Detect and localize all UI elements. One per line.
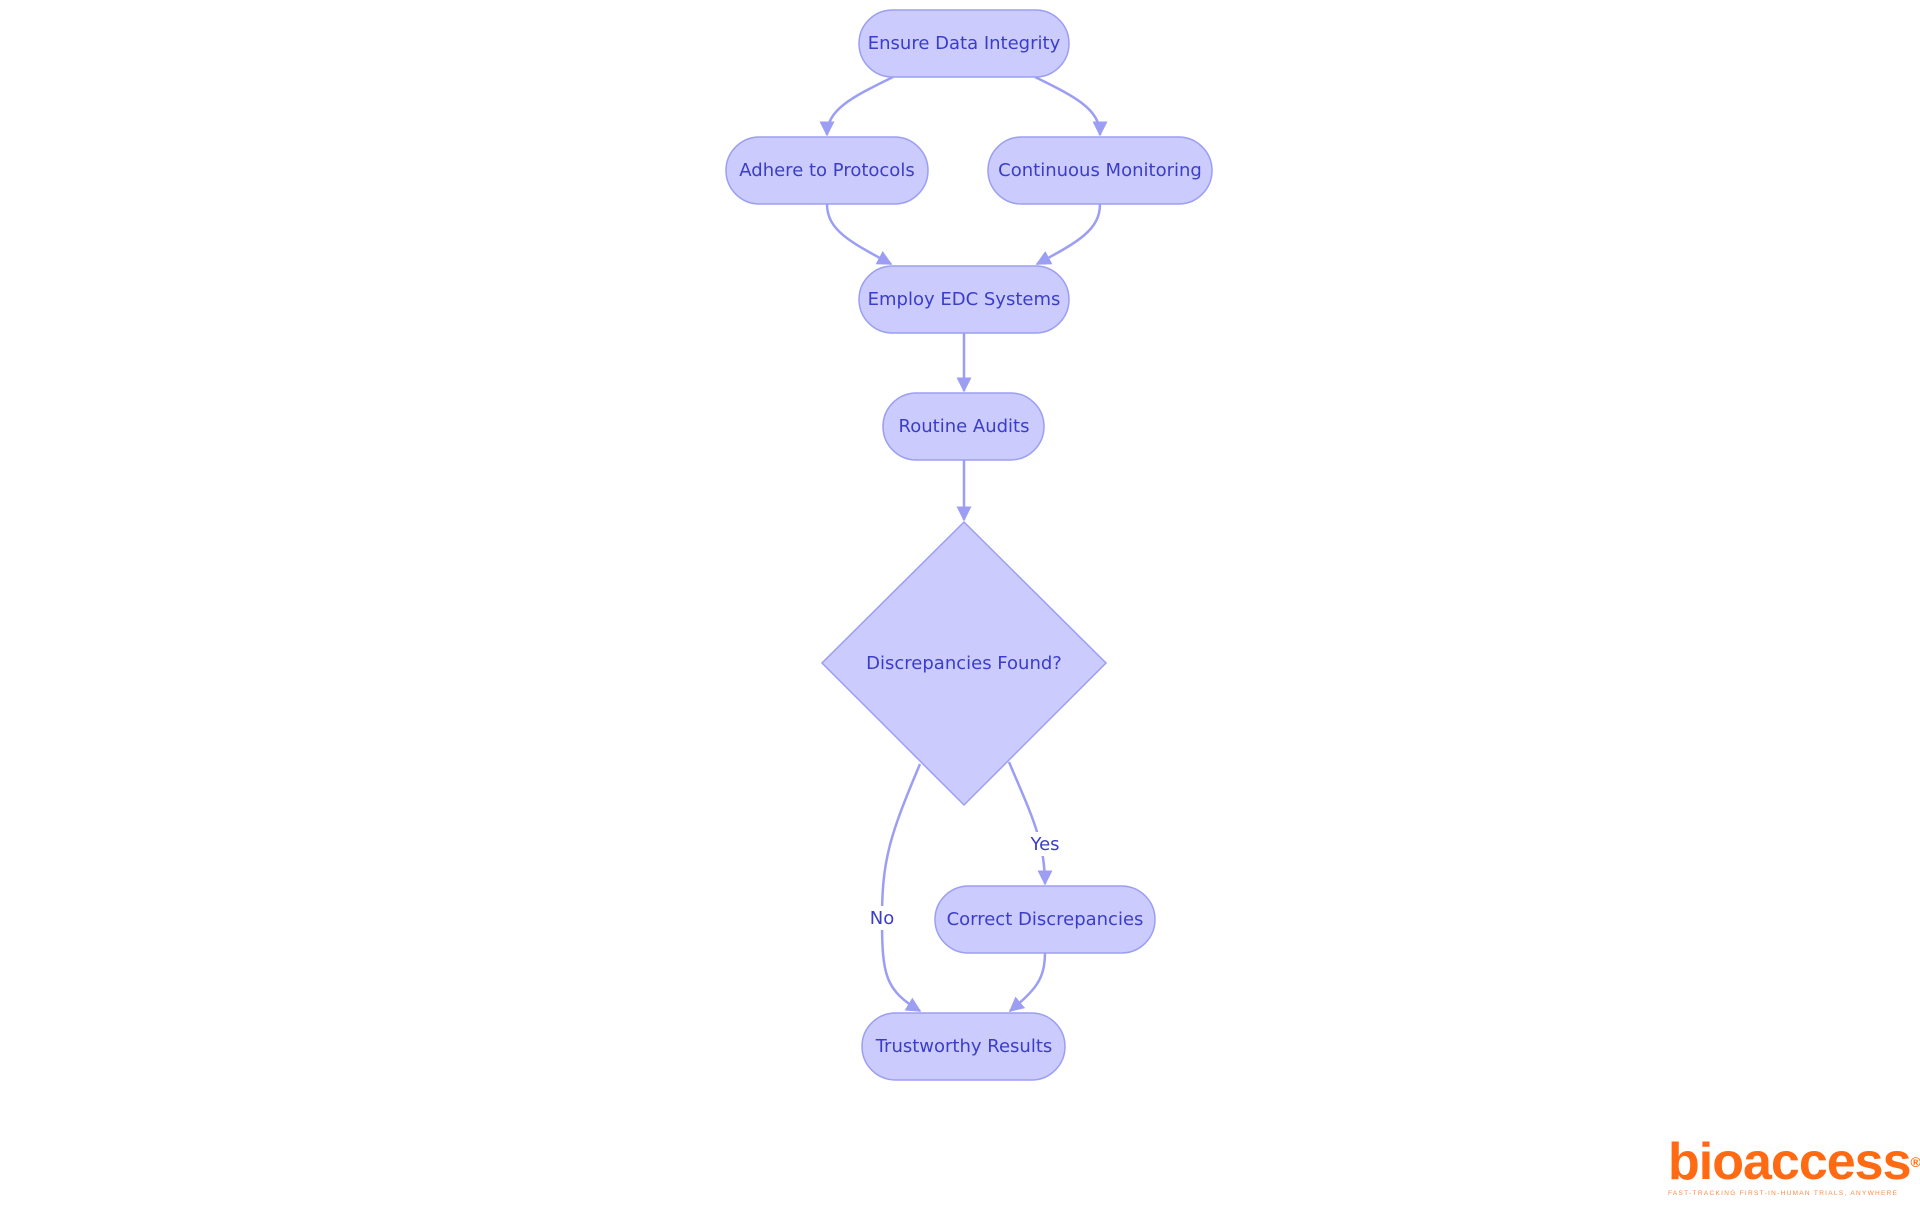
node-employ-edc-systems: Employ EDC Systems [858,265,1070,334]
svg-text:Adhere to Protocols: Adhere to Protocols [739,160,914,181]
svg-text:Employ EDC Systems: Employ EDC Systems [868,289,1061,310]
edge-decision-results [880,763,922,1013]
svg-text:Routine Audits: Routine Audits [899,416,1030,437]
logo-wordmark: bioaccess [1668,1133,1911,1191]
edge-correct-results [1008,951,1047,1012]
bioaccess-logo: bioaccess® FAST-TRACKING FIRST-IN-HUMAN … [1668,1136,1920,1197]
edge-ensure-monitor [1034,75,1108,137]
node-adhere-to-protocols: Adhere to Protocols [725,136,929,205]
svg-text:No: No [870,908,894,929]
svg-text:Correct Discrepancies: Correct Discrepancies [947,909,1144,930]
svg-text:Trustworthy Results: Trustworthy Results [875,1036,1053,1057]
edge-adhere-edc [825,203,893,266]
node-trustworthy-results: Trustworthy Results [861,1012,1066,1081]
logo-tagline: FAST-TRACKING FIRST-IN-HUMAN TRIALS, ANY… [1668,1190,1899,1197]
node-discrepancies-found-decision: Discrepancies Found? [820,520,1108,807]
node-routine-audits: Routine Audits [882,392,1045,461]
node-ensure-data-integrity: Ensure Data Integrity [858,9,1070,78]
svg-text:Ensure Data Integrity: Ensure Data Integrity [868,33,1061,54]
node-continuous-monitoring: Continuous Monitoring [987,136,1213,205]
edge-decision-correct [1007,761,1053,886]
edge-label-yes: Yes [1025,832,1065,856]
edge-monitor-edc [1035,203,1102,266]
edge-ensure-adhere [819,75,894,137]
svg-text:Discrepancies Found?: Discrepancies Found? [866,653,1062,674]
svg-text:Continuous Monitoring: Continuous Monitoring [998,160,1202,181]
node-correct-discrepancies: Correct Discrepancies [934,885,1156,954]
registered-mark: ® [1910,1154,1920,1170]
edge-label-no: No [864,906,900,930]
svg-text:Yes: Yes [1029,834,1059,855]
